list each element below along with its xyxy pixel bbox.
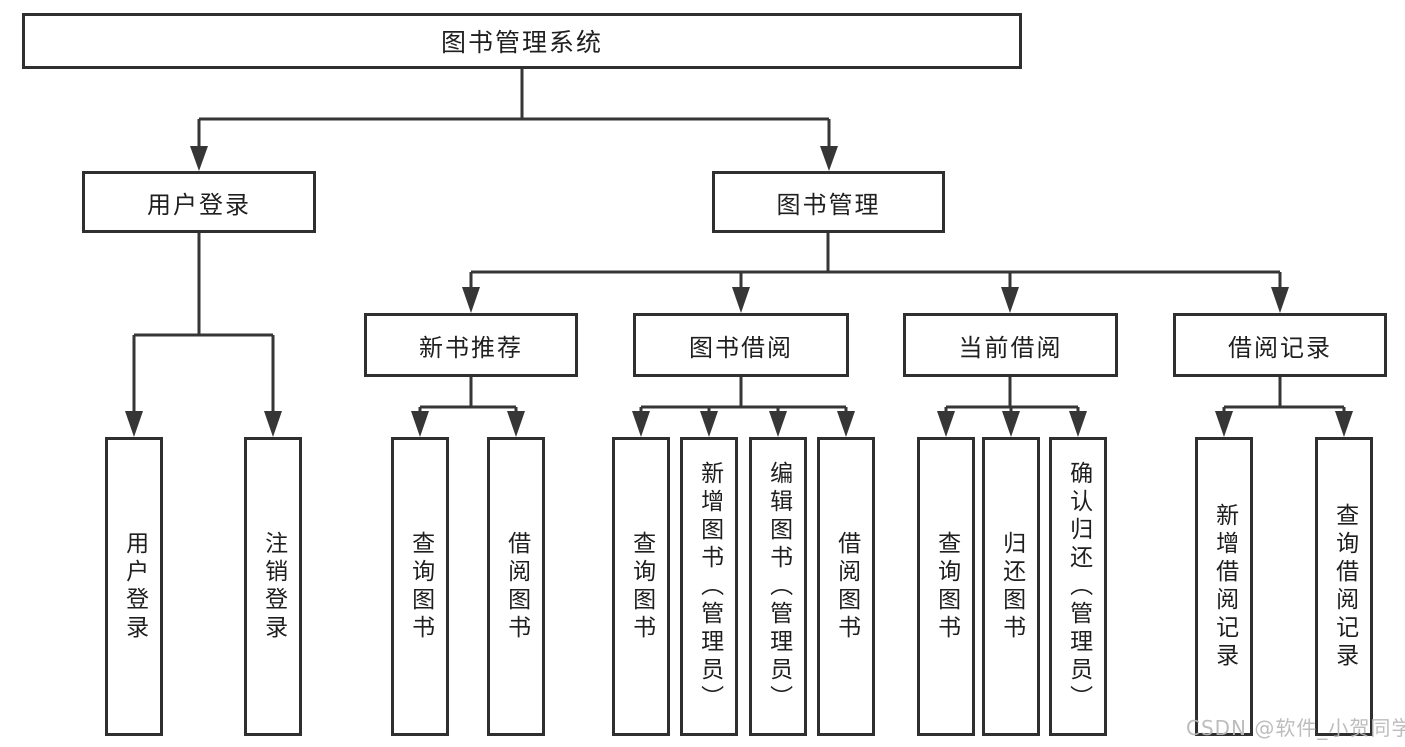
arrow-heads: [125, 146, 1353, 437]
node-leaf-return-books: 归还图书: [982, 437, 1040, 736]
node-leaf-query-books-recommend: 查询图书: [391, 437, 449, 736]
node-module-new-book-recommend: 新书推荐: [364, 313, 578, 377]
node-leaf-query-borrow-record: 查询借阅记录: [1315, 437, 1373, 736]
node-leaf-query-books-borrow: 查询图书: [612, 437, 670, 736]
node-leaf-borrow-books-recommend: 借阅图书: [487, 437, 545, 736]
csdn-watermark: CSDN @软件_小贺同学: [1186, 716, 1405, 740]
node-leaf-edit-book-admin: 编辑图书（管理员）: [749, 437, 807, 736]
node-module-current-borrow: 当前借阅: [903, 313, 1118, 377]
node-module-borrow-records: 借阅记录: [1173, 313, 1387, 377]
node-root: 图书管理系统: [22, 13, 1022, 69]
node-branch-user-login: 用户登录: [82, 171, 316, 233]
node-leaf-add-book-admin: 新增图书（管理员）: [680, 437, 738, 736]
node-leaf-add-borrow-record: 新增借阅记录: [1195, 437, 1253, 736]
node-leaf-borrow-books: 借阅图书: [817, 437, 875, 736]
node-leaf-confirm-return-admin: 确认归还（管理员）: [1049, 437, 1107, 736]
node-module-book-borrow: 图书借阅: [633, 313, 849, 377]
node-leaf-logout: 注销登录: [244, 437, 302, 736]
node-leaf-user-login: 用户登录: [105, 437, 163, 736]
node-branch-book-management: 图书管理: [712, 171, 945, 233]
node-leaf-query-books-current: 查询图书: [917, 437, 975, 736]
